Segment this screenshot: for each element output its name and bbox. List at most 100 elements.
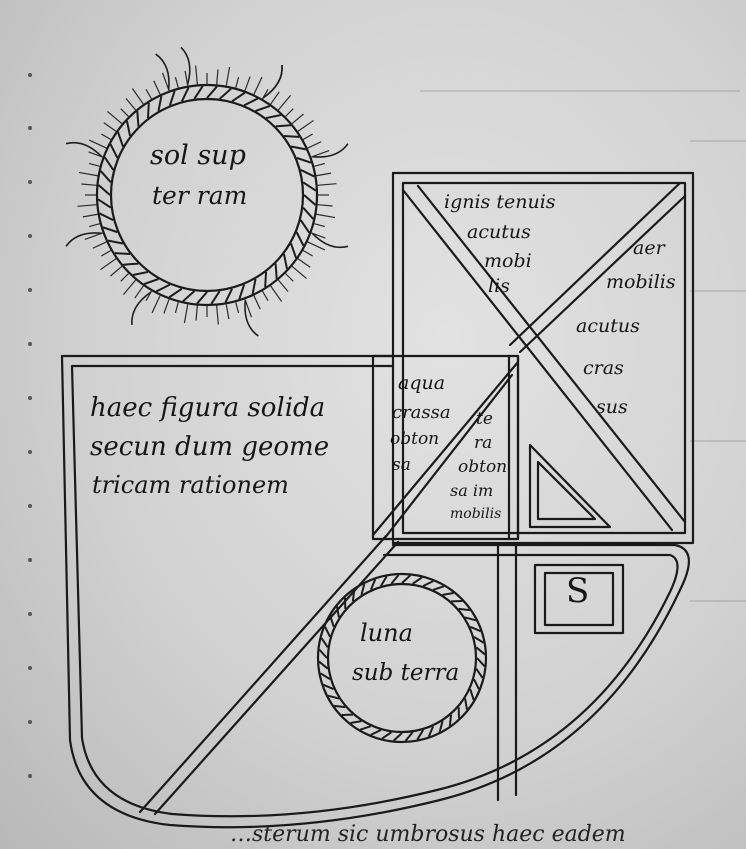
rule-line xyxy=(690,440,746,442)
rope-strand xyxy=(442,592,454,596)
rope-strand xyxy=(427,725,435,737)
rope-strand xyxy=(123,262,139,266)
sun-ray xyxy=(78,171,98,177)
rope-strand xyxy=(168,287,183,299)
sun-ray xyxy=(195,305,198,321)
rope-strand xyxy=(296,156,312,164)
rope-strand xyxy=(469,688,475,701)
sun-ray xyxy=(235,302,240,313)
rule-line xyxy=(690,600,746,602)
sun-ray xyxy=(134,285,144,299)
rope-strand xyxy=(251,278,257,295)
sun-ray xyxy=(307,141,322,149)
sun-ray xyxy=(174,302,179,313)
rope-strand xyxy=(327,694,340,700)
rope-strand xyxy=(438,720,444,733)
rope-strand xyxy=(117,131,124,147)
upper-square-outer xyxy=(391,171,695,545)
aqua-line4: sa xyxy=(392,455,411,475)
sun-flourish xyxy=(312,143,349,158)
rope-strand xyxy=(180,87,190,102)
sun-ray xyxy=(285,273,294,282)
rope-strand xyxy=(193,85,204,100)
aer-line2: mobilis xyxy=(606,271,676,293)
rope-strand xyxy=(146,102,150,119)
rope-strand xyxy=(97,198,112,209)
rope-strand xyxy=(218,87,232,100)
sun-flourish xyxy=(155,53,170,90)
terra-line5: mobilis xyxy=(450,506,502,522)
sun-ray xyxy=(317,204,333,207)
rope-strand xyxy=(264,271,268,288)
rope-strand xyxy=(282,253,289,270)
rope-strand xyxy=(370,729,382,736)
rope-strand xyxy=(224,288,234,303)
moon-inner-ring xyxy=(326,582,478,734)
moon-twist-pattern xyxy=(318,574,486,742)
rope-strand xyxy=(302,206,315,220)
rope-strand xyxy=(143,278,159,285)
rope-strand xyxy=(290,243,297,259)
sun-drawing xyxy=(65,46,349,337)
rule-line xyxy=(690,140,746,142)
sun-flourish xyxy=(311,232,349,249)
sun-ray xyxy=(77,204,97,207)
rope-strand xyxy=(469,625,481,633)
sun-ray xyxy=(277,95,292,111)
rope-strand xyxy=(290,145,307,151)
sun-ray xyxy=(235,77,240,88)
sun-ray xyxy=(100,258,117,271)
sun-ray xyxy=(216,305,219,325)
rope-strand xyxy=(300,168,315,178)
small-triangle xyxy=(528,443,612,529)
rope-strand xyxy=(336,606,340,618)
small-triangle-inner xyxy=(536,460,597,521)
rope-strand xyxy=(329,615,335,628)
sun-ray xyxy=(122,279,137,295)
rope-strand xyxy=(473,678,480,690)
caption-line3: tricam rationem xyxy=(92,471,289,499)
sun-twist-pattern xyxy=(97,85,317,305)
sun-ray xyxy=(216,69,219,85)
moon-outer-ring xyxy=(316,572,488,744)
sun-ray xyxy=(244,76,251,91)
ignis-line4: lis xyxy=(488,275,510,297)
aer-line4: cras xyxy=(583,357,624,379)
sun-flourish xyxy=(65,141,103,158)
sun-ray xyxy=(88,139,107,149)
sun-ray xyxy=(253,295,261,310)
rope-strand xyxy=(412,576,423,585)
sun-ray xyxy=(270,285,283,302)
sun-ray xyxy=(297,258,311,268)
sun-outer-ring xyxy=(95,83,319,307)
rope-strand xyxy=(319,672,331,680)
rope-strand xyxy=(416,729,424,741)
rope-strand xyxy=(351,590,356,602)
sun-ray xyxy=(316,172,332,177)
sun-ray xyxy=(183,304,189,324)
rope-strand xyxy=(132,270,149,277)
sun-flourish xyxy=(65,232,102,247)
ignis-line3: mobi xyxy=(484,250,532,272)
rope-strand xyxy=(432,585,445,591)
rope-strand xyxy=(210,290,221,305)
middle-square-divider2 xyxy=(382,373,514,541)
rope-strand xyxy=(109,143,119,159)
sun-ray xyxy=(307,241,326,251)
terra-line1: te xyxy=(476,409,493,429)
rope-strand xyxy=(136,111,140,127)
rule-line xyxy=(690,290,746,292)
sun-ray xyxy=(270,91,280,105)
rope-strand xyxy=(334,704,346,709)
sun-ray xyxy=(89,223,100,228)
rope-strand xyxy=(448,714,453,726)
rope-strand xyxy=(458,607,470,612)
rope-strand xyxy=(401,574,411,584)
rope-strand xyxy=(155,283,171,293)
sun-ray xyxy=(285,108,294,117)
rope-strand xyxy=(422,580,434,587)
ignis-line2: acutus xyxy=(467,221,531,243)
sun-flourish xyxy=(131,291,152,325)
